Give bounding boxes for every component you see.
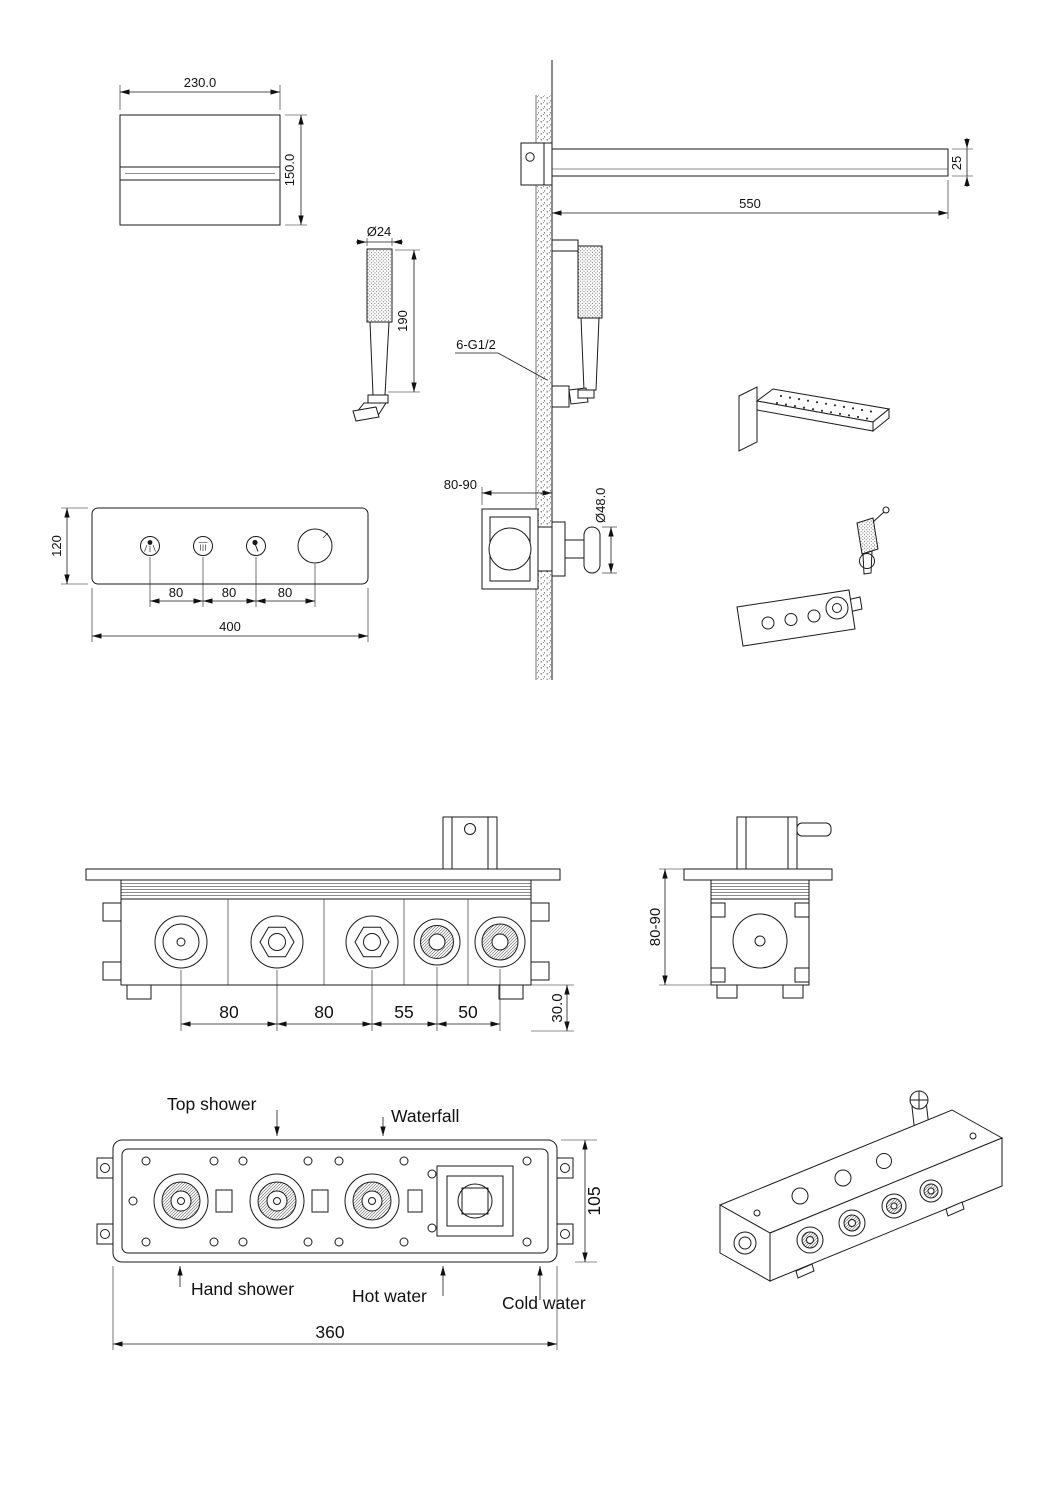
waterfall-button [193, 536, 213, 556]
dim-hand-shower-length: 190 [395, 310, 410, 332]
spray-icon [147, 540, 153, 545]
side-handle-body [736, 816, 798, 870]
dim-panel-width: 400 [219, 619, 241, 634]
dim-panel-pitch1: 80 [169, 585, 183, 600]
dim-trim-diameter: Ø48.0 [593, 488, 608, 523]
dim-valve-depth: 80-90 [647, 908, 664, 946]
hand-shower-head [366, 248, 393, 323]
valve-cartridge-circle [488, 527, 532, 571]
hand-shower-icon [252, 539, 258, 546]
dim-wall-depth: 80-90 [444, 477, 477, 492]
port-5 [474, 916, 526, 968]
rough-in-box-front-view: Top shower Waterfall Hand shower Hot wat… [96, 1094, 604, 1350]
shower-arm-view: 550 25 [520, 138, 973, 219]
side-body [710, 898, 810, 986]
label-cold-water: Cold water [502, 1293, 586, 1313]
panel-outline [91, 507, 369, 585]
dim-panel-height: 120 [49, 535, 64, 557]
valve-side-view: 80-90 [647, 816, 833, 999]
port-2 [250, 915, 304, 969]
screw-holes [128, 1156, 532, 1247]
holder-ring [859, 553, 875, 569]
box-valve-3 [344, 1173, 400, 1229]
side-handle-lever [796, 822, 832, 837]
label-waterfall: Waterfall [391, 1106, 459, 1126]
hand-shower-3d-head [856, 517, 879, 555]
hand-shower-front-view: Ø24 190 [352, 224, 420, 422]
arm-body [551, 148, 949, 177]
valve-mounting-plate [85, 868, 561, 881]
dim-box-height: 105 [584, 1186, 604, 1215]
temperature-knob [297, 528, 333, 564]
hand-shower-3d-view [856, 506, 890, 575]
spout-perforations [775, 394, 873, 420]
dim-valve-pitch3: 55 [394, 1002, 413, 1022]
trim-handle [583, 526, 601, 574]
control-panel-3d-view [736, 589, 863, 647]
label-hot-water: Hot water [352, 1286, 427, 1306]
port-4 [413, 918, 461, 966]
panel-3d-face [736, 589, 856, 647]
dim-arm-length: 550 [739, 196, 761, 211]
waterfall-spout-3d-view [738, 386, 891, 452]
spray-button [140, 536, 160, 556]
dim-head-width: 230.0 [184, 75, 217, 90]
iso-top-buttons [753, 1132, 977, 1217]
dim-valve-base-height: 30.0 [549, 993, 566, 1022]
dim-valve-pitch1: 80 [219, 1002, 239, 1022]
arm-flange [520, 142, 553, 186]
label-hand-shower: Hand shower [191, 1279, 294, 1299]
control-panel-front-view: 120 80 80 80 400 [49, 507, 369, 642]
dim-panel-pitch2: 80 [222, 585, 236, 600]
hand-shower-button [246, 536, 266, 556]
iso-side-ports [796, 1179, 943, 1254]
valve-top-bracket [442, 816, 498, 870]
thread-callout: 6-G1/2 [455, 337, 548, 381]
dim-box-width: 360 [315, 1322, 344, 1342]
box-valve-1 [153, 1173, 209, 1229]
wall-hand-shower-view [551, 239, 603, 408]
label-top-shower: Top shower [167, 1094, 257, 1114]
iso-end-port [733, 1231, 757, 1255]
shower-head-top-view: 230.0 150.0 [119, 75, 307, 226]
valve-front-view: 80 80 55 50 30.0 [85, 816, 574, 1032]
hand-shower-bracket [551, 239, 579, 252]
box-valve-2 [249, 1173, 305, 1229]
hand-shower-handle [369, 321, 390, 396]
in-wall-valve-section-view: 80-90 Ø48.0 [444, 477, 617, 590]
waterfall-icon [198, 542, 208, 551]
trim-sleeve [551, 521, 566, 577]
dim-head-depth: 150.0 [282, 154, 297, 187]
thread-label: 6-G1/2 [456, 337, 496, 352]
wall-outlet [551, 385, 570, 408]
iso-end-face [719, 1204, 771, 1282]
dim-valve-pitch4: 50 [458, 1002, 478, 1022]
shower-head-outline [119, 114, 281, 226]
dim-panel-pitch3: 80 [278, 585, 292, 600]
port-3 [345, 915, 399, 969]
spout-flange [738, 386, 758, 452]
dim-hand-shower-diameter: Ø24 [367, 224, 392, 239]
dim-arm-thickness: 25 [949, 156, 964, 170]
panel-3d-knob [825, 596, 849, 620]
wall-hand-shower-head [577, 245, 603, 319]
valve-isometric-view [718, 1090, 1004, 1282]
thermostatic-cartridge-module [436, 1165, 514, 1237]
port-1 [154, 915, 208, 969]
dim-valve-pitch2: 80 [314, 1002, 334, 1022]
